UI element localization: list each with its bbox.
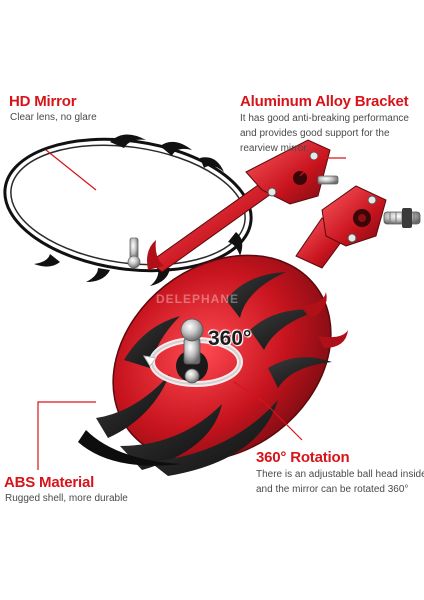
callout-lines xyxy=(37,149,346,470)
bracket-title: Aluminum Alloy Bracket xyxy=(240,93,409,110)
hd-mirror-desc: Clear lens, no glare xyxy=(10,112,97,123)
main-bracket xyxy=(295,185,421,269)
hd-mirror-title: HD Mirror xyxy=(9,93,77,110)
ball-joint xyxy=(143,318,243,387)
abs-material-title: ABS Material xyxy=(4,474,95,491)
bracket-desc-line-1: It has good anti-breaking performance xyxy=(240,113,409,124)
abs-material-desc: Rugged shell, more durable xyxy=(5,493,128,504)
rotation-desc-line-1: There is an adjustable ball head inside, xyxy=(256,469,424,480)
main-mirror-shell xyxy=(78,240,348,476)
bracket-desc-line-3: rearview mirror. xyxy=(240,143,309,154)
watermark: DELEPHANE xyxy=(156,292,240,306)
rotation-desc-line-2: and the mirror can be rotated 360° xyxy=(256,484,409,495)
bracket-desc-line-2: and provides good support for the xyxy=(240,128,390,139)
callout-line-abs xyxy=(37,401,96,470)
callout-line-bracket xyxy=(299,157,346,177)
rotation-badge: 360° xyxy=(208,327,252,350)
callout-line-rotation xyxy=(233,381,303,441)
top-bracket xyxy=(127,139,339,273)
rotation-title: 360° Rotation xyxy=(256,449,350,466)
callout-line-hd-mirror xyxy=(45,149,97,191)
